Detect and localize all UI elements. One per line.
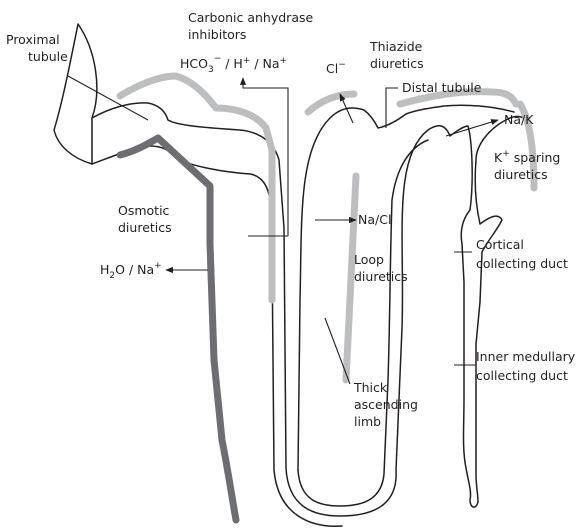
water-sodium-label: H2O / Na+ (100, 261, 162, 281)
carbonic-label-line1: Carbonic anhydrase (188, 10, 313, 25)
inner-label-line2: collecting duct (476, 368, 568, 383)
cortical-label-line1: Cortical (476, 237, 524, 252)
h2o-rest-text: O / Na (115, 262, 154, 277)
carbonic-label-line2: inhibitors (188, 27, 246, 42)
thick-ascending-label: Thick ascending limb (353, 380, 422, 429)
cortical-label-line2: collecting duct (476, 256, 568, 271)
proximal-leader-line (68, 76, 148, 120)
osmotic-label-line1: Osmotic (118, 203, 170, 218)
proximal-label-line1: Proximal (6, 32, 60, 47)
chloride-label: Cl− (326, 60, 346, 76)
proximal-label-line2: tubule (28, 49, 68, 64)
descending-limb (298, 105, 514, 470)
k-superscript: + (502, 149, 510, 159)
nak-label: Na/K (504, 112, 534, 127)
k-sparing-line2: diuretics (494, 167, 548, 182)
na-superscript: + (280, 56, 288, 66)
osmotic-label: Osmotic diuretics (118, 203, 173, 235)
inner-label-line1: Inner medullary (476, 349, 576, 364)
thiazide-label-line1: Thiazide (369, 39, 423, 54)
inner-medullary-label: Inner medullary collecting duct (476, 349, 579, 383)
k-rest-text: sparing (510, 150, 561, 165)
h2o-h-text: H (100, 262, 109, 277)
nak-arrow (446, 120, 498, 136)
thiazide-label: Thiazide diuretics (369, 39, 426, 71)
ascending-limb (298, 140, 428, 506)
k-sparing-label: K+ sparing diuretics (494, 149, 564, 182)
carbonic-arrow (243, 78, 288, 236)
h-superscript: + (243, 56, 251, 66)
hco3-subscript: 3 (208, 65, 214, 75)
osmotic-label-line2: diuretics (118, 220, 172, 235)
distal-tubule-label: Distal tubule (402, 80, 482, 95)
osmotic-band-dark (120, 138, 236, 520)
nacl-label: Na/Cl (358, 212, 391, 227)
cortical-duct-label: Cortical collecting duct (476, 237, 568, 271)
hco3-text: HCO (180, 56, 208, 71)
na-text: / Na (250, 56, 279, 71)
thick-label-line1: Thick (353, 380, 388, 395)
hco3-rest-text: / H (221, 56, 243, 71)
distal-leader-line (386, 88, 398, 128)
proximal-tubule-label: Proximal tubule (6, 32, 68, 64)
hco3-superscript: − (214, 54, 222, 64)
carbonic-label: Carbonic anhydrase inhibitors (188, 10, 317, 42)
cl-superscript: − (338, 60, 346, 70)
ion-formula-label: HCO3− / H+ / Na+ (180, 54, 287, 75)
thiazide-label-line2: diuretics (370, 56, 424, 71)
proximal-tubule-upper (92, 103, 528, 516)
loop-label-line1: Loop (354, 252, 384, 267)
loop-diuretics-label: Loop diuretics (354, 252, 408, 284)
h2o-na-superscript: + (154, 261, 162, 271)
cl-text: Cl (326, 61, 338, 76)
loop-label-line2: diuretics (354, 269, 408, 284)
thick-label-line2: ascending (354, 397, 418, 412)
thick-label-line3: limb (354, 414, 381, 429)
